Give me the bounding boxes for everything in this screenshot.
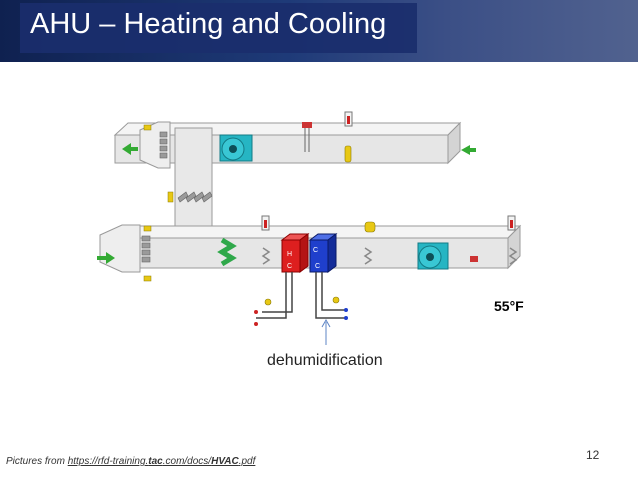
mixing-damper — [177, 191, 213, 203]
sensor-icon — [508, 247, 518, 265]
intake-hood — [99, 224, 141, 273]
slide-title: AHU – Heating and Cooling — [30, 8, 387, 40]
humidifier-valve-icon — [302, 122, 312, 128]
heating-valve-icon — [264, 298, 272, 306]
credit-url-end: .pdf — [238, 456, 256, 467]
filter-icon — [217, 237, 237, 267]
return-air-arrow-icon — [461, 145, 476, 155]
title-banner: AHU – Heating and Cooling — [0, 0, 638, 62]
return-duct-end — [447, 121, 461, 165]
image-credit: Pictures from https://rfd-training.tac.c… — [6, 456, 255, 467]
cooling-coil-label: C — [315, 263, 320, 270]
heating-coil-piping — [256, 272, 293, 319]
sensor-icon — [363, 247, 373, 265]
cooling-valve-icon — [332, 296, 340, 304]
actuator-icon — [167, 191, 174, 203]
actuator-icon — [143, 275, 152, 282]
heating-coil-label: C — [287, 263, 292, 270]
actuator-icon — [143, 225, 152, 232]
cooling-coil-piping — [315, 272, 346, 319]
actuator-icon — [143, 124, 152, 131]
outdoor-air-arrow-icon — [97, 252, 115, 264]
credit-url-bold-tac: tac — [148, 456, 163, 467]
credit-url-mid: .com/docs/ — [162, 456, 212, 467]
outdoor-air-damper — [141, 235, 151, 263]
slide-number: 12 — [586, 448, 600, 462]
credit-link[interactable]: https://rfd-training.tac.com/docs/HVAC.p… — [68, 456, 256, 467]
credit-url-start: https://rfd-training. — [67, 456, 149, 467]
heating-coil-label: H — [287, 251, 292, 258]
sensor-icon — [261, 247, 271, 265]
credit-prefix: Pictures from — [6, 456, 65, 467]
humidity-sensor-icon — [344, 145, 352, 163]
supply-temperature-label: 55°F — [494, 298, 524, 314]
cooling-coil-label: C — [313, 247, 318, 254]
pressure-sensor-icon — [470, 256, 478, 262]
exhaust-damper — [159, 131, 168, 159]
exhaust-arrow-icon — [122, 143, 138, 155]
title-box — [20, 3, 417, 53]
credit-url-bold-hvac: HVAC — [211, 456, 239, 467]
humidistat-icon — [364, 221, 376, 233]
dehumidification-label: dehumidification — [267, 352, 383, 369]
